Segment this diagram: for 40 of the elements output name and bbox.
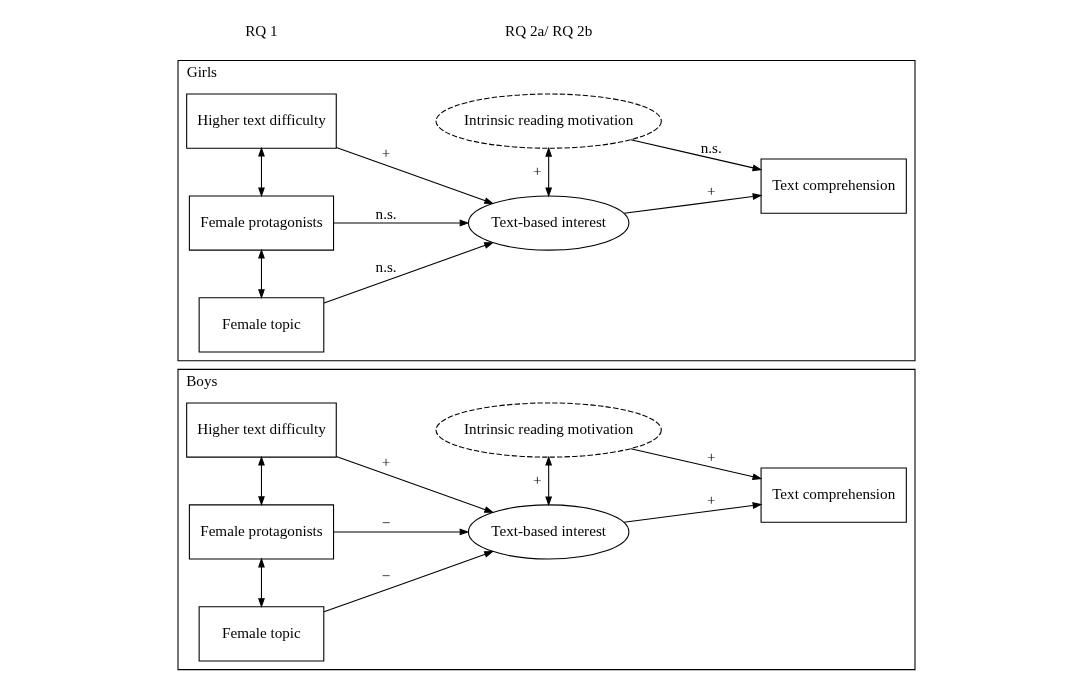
node-box: Higher text difficulty (185, 402, 337, 458)
arrow (629, 448, 762, 481)
arrow (629, 139, 762, 172)
arrow (257, 248, 265, 300)
node-box: Text comprehension (760, 158, 907, 214)
node-ellipse: Intrinsic reading motivation (435, 402, 662, 458)
label: RQ 2a/ RQ 2b (504, 22, 592, 40)
arrow (623, 502, 762, 523)
node-box: Female protagonists (188, 504, 334, 560)
arrow (257, 146, 265, 198)
edge-label: + (532, 471, 542, 488)
node-box: Higher text difficulty (185, 93, 337, 149)
edge-label: + (706, 182, 715, 200)
arrow (323, 242, 494, 304)
arrow (544, 146, 552, 198)
arrow (335, 146, 494, 204)
edge-label: n.s. (700, 138, 722, 156)
arrow (323, 551, 494, 613)
arrow (332, 528, 469, 536)
arrow (257, 557, 265, 608)
edge-label: n.s. (375, 204, 397, 222)
node-box: Female topic (198, 606, 324, 662)
arrow (257, 455, 265, 507)
edge-label: − (381, 566, 390, 584)
edge-label: − (381, 513, 390, 531)
label: RQ 1 (244, 22, 278, 40)
edge-label: + (706, 491, 715, 509)
node-box: Female topic (198, 297, 324, 353)
arrow (335, 455, 494, 513)
edge-label: n.s. (375, 258, 397, 276)
edge-label: + (706, 447, 715, 465)
edge-label: + (532, 162, 542, 180)
node-ellipse: Intrinsic reading motivation (435, 93, 662, 149)
edge-label: + (381, 453, 390, 471)
arrow (544, 455, 552, 507)
arrow (332, 219, 469, 227)
node-box: Female protagonists (188, 195, 334, 251)
node-box: Text comprehension (760, 467, 907, 523)
arrow (623, 193, 762, 214)
edge-label: + (381, 144, 390, 162)
